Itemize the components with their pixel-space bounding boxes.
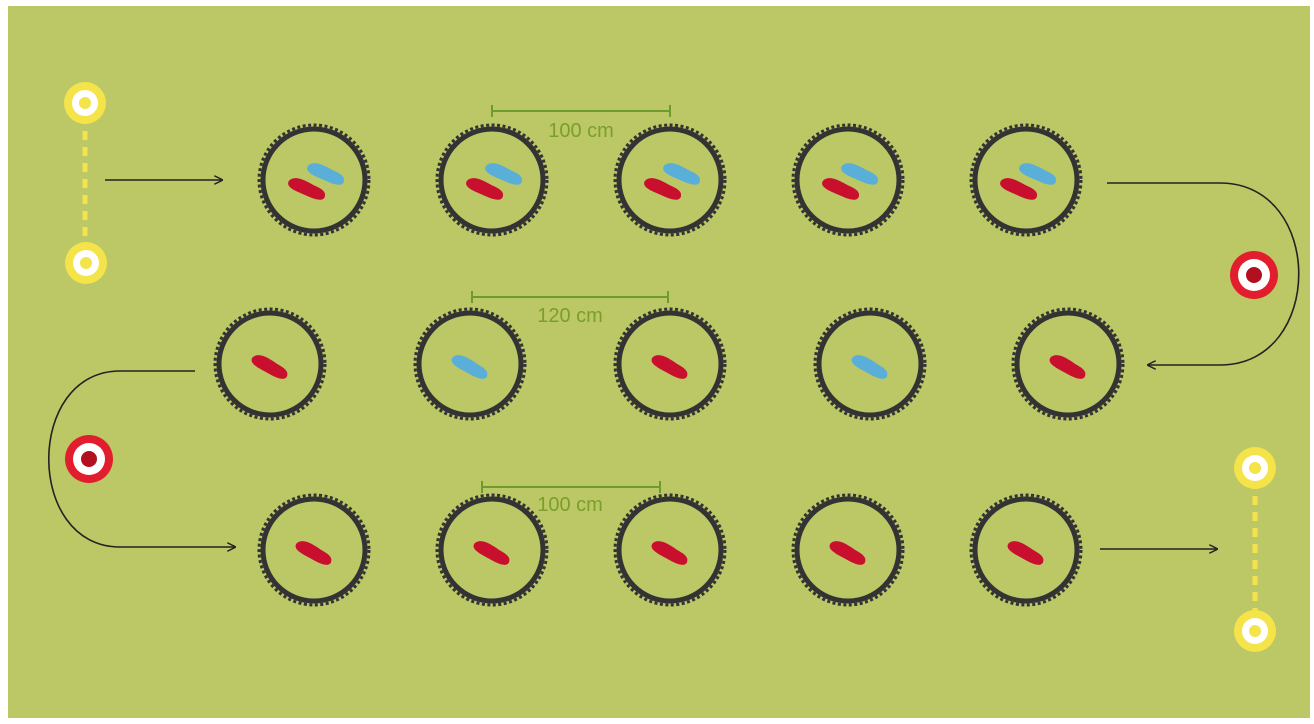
- cone-icon: [65, 242, 107, 284]
- cone-icon: [1234, 447, 1276, 489]
- measure-label-row-3: 100 cm: [537, 494, 603, 516]
- cone-icon: [1230, 251, 1278, 299]
- cone-icon: [64, 82, 106, 124]
- measure-label-row-2: 120 cm: [537, 305, 603, 327]
- cone-icon: [65, 435, 113, 483]
- measure-label-row-1: 100 cm: [548, 120, 614, 142]
- cone-icon: [1234, 610, 1276, 652]
